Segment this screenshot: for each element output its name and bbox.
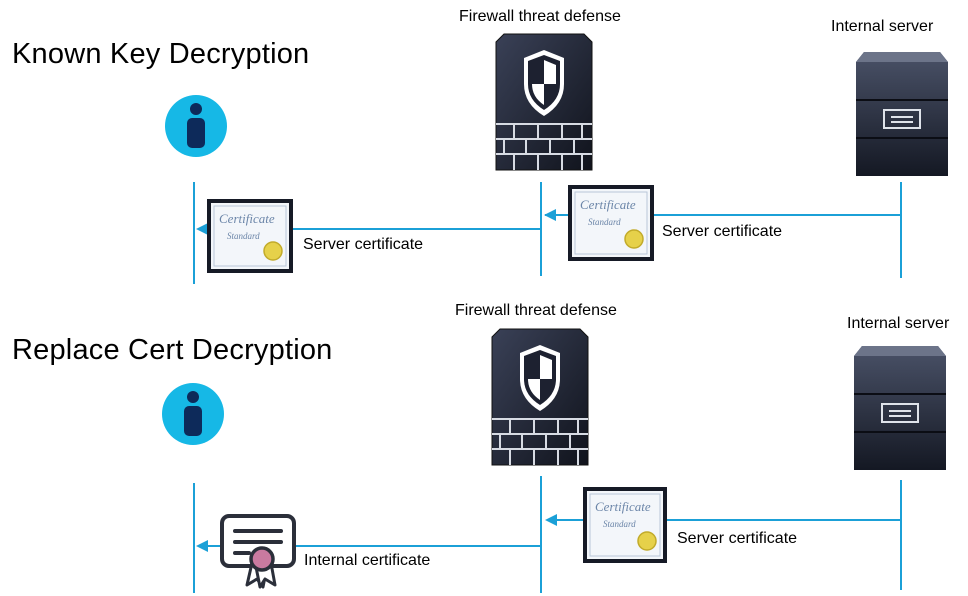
firewall-label: Firewall threat defense: [455, 302, 617, 319]
server-lifeline: [900, 480, 902, 590]
certificate-subheading-text: Standard: [227, 231, 260, 241]
certificate-subheading-text: Standard: [588, 217, 621, 227]
server-lifeline: [900, 182, 902, 278]
server-label: Internal server: [847, 315, 950, 332]
server-label: Internal server: [831, 18, 934, 35]
arrow-firewall-to-client: [198, 228, 540, 230]
server-icon: [854, 346, 946, 472]
arrow-server-to-firewall: [545, 214, 900, 216]
arrowhead-left: [545, 514, 557, 526]
server-certificate-icon: Certificate Standard: [207, 199, 293, 273]
certificate-heading-text: Certificate: [219, 211, 275, 226]
certificate-subheading-text: Standard: [603, 519, 636, 529]
arrowhead-left: [544, 209, 556, 221]
certificate-heading-text: Certificate: [595, 499, 651, 514]
server-certificate-icon: Certificate Standard: [568, 185, 654, 261]
user-icon: [161, 382, 225, 446]
client-lifeline: [193, 182, 195, 284]
message-label: Server certificate: [677, 530, 798, 547]
firewall-appliance-icon: [494, 32, 594, 172]
section-title: Replace Cert Decryption: [12, 334, 333, 366]
message-label: Server certificate: [662, 223, 783, 240]
certificate-heading-text: Certificate: [580, 197, 636, 212]
arrow-firewall-to-client: [198, 545, 540, 547]
user-icon: [164, 94, 228, 158]
section-title: Known Key Decryption: [12, 38, 310, 70]
message-label: Internal certificate: [304, 552, 431, 569]
arrowhead-left: [196, 223, 208, 235]
message-label: Server certificate: [303, 236, 424, 253]
client-lifeline: [193, 483, 195, 593]
firewall-lifeline: [540, 476, 542, 593]
firewall-label: Firewall threat defense: [459, 8, 621, 25]
internal-certificate-icon: [219, 513, 299, 589]
arrow-server-to-firewall: [547, 519, 900, 521]
arrowhead-left: [196, 540, 208, 552]
server-certificate-icon: Certificate Standard: [583, 487, 667, 563]
firewall-lifeline: [540, 182, 542, 276]
firewall-appliance-icon: [490, 327, 590, 467]
server-icon: [856, 52, 948, 178]
